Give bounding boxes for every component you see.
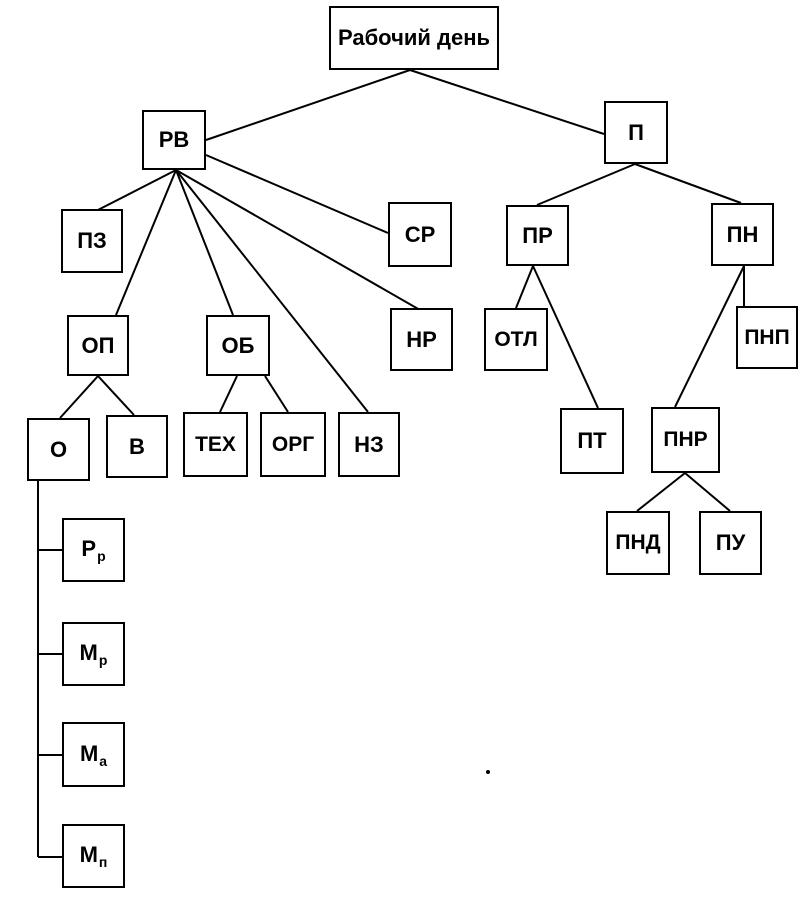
node-ob: ОБ xyxy=(206,315,270,376)
edge-root-p xyxy=(409,69,605,135)
node-rabochiy-den: Рабочий день xyxy=(329,6,499,70)
node-label: ОП xyxy=(81,332,115,358)
node-rr: Рр xyxy=(62,518,125,582)
node-label: Мп xyxy=(80,842,108,870)
node-pr: ПР xyxy=(506,205,569,266)
label-main: М xyxy=(79,740,99,766)
node-pz: ПЗ xyxy=(61,209,123,273)
edge-root-rv xyxy=(205,69,411,141)
node-op: ОП xyxy=(67,315,129,376)
node-org: ОРГ xyxy=(260,412,326,477)
node-label: НЗ xyxy=(354,431,384,457)
edge-rv-sr xyxy=(205,154,389,234)
label-main: М xyxy=(79,842,98,867)
stray-dot xyxy=(486,770,490,774)
node-label: О xyxy=(49,436,68,462)
edge-pnr-pu xyxy=(684,472,731,512)
edge-p-pr xyxy=(536,163,636,206)
node-label: Мр xyxy=(80,640,108,668)
node-label: В xyxy=(129,433,145,459)
label-main: М xyxy=(79,640,98,665)
edge-rv-nr xyxy=(175,169,421,311)
edge-ob-teh xyxy=(219,375,238,413)
node-label: П xyxy=(628,119,644,145)
node-pt: ПТ xyxy=(560,408,624,474)
node-o: О xyxy=(27,418,90,481)
node-label: Ма xyxy=(80,741,107,769)
edge-ob-org xyxy=(264,375,289,413)
node-pnr: ПНР xyxy=(651,407,720,473)
node-mr: Мр xyxy=(62,622,125,686)
edge-p-pn xyxy=(634,163,742,204)
node-p: П xyxy=(604,101,668,164)
edge-rv-pz xyxy=(91,169,177,214)
node-label: Рабочий день xyxy=(337,25,491,50)
node-pu: ПУ xyxy=(699,511,762,575)
node-label: ОРГ xyxy=(271,432,315,456)
label-subscript: а xyxy=(99,752,108,769)
node-teh: ТЕХ xyxy=(183,412,248,477)
node-label: ПУ xyxy=(715,530,746,555)
node-v: В xyxy=(106,415,168,478)
node-label: ОТЛ xyxy=(494,327,538,351)
node-label: ПР xyxy=(522,222,553,248)
label-subscript: п xyxy=(98,854,108,870)
node-label: ОБ xyxy=(221,332,255,358)
edge-op-o xyxy=(59,375,99,419)
node-label: РВ xyxy=(158,127,190,152)
node-nr: НР xyxy=(390,308,453,371)
node-sr: СР xyxy=(388,202,452,267)
node-otl: ОТЛ xyxy=(484,308,548,371)
edge-rv-op xyxy=(115,169,177,316)
node-ma: Ма xyxy=(62,722,125,787)
node-label: ПНД xyxy=(615,531,661,554)
label-main: Р xyxy=(81,536,97,561)
node-label: ПНР xyxy=(663,428,708,451)
node-pnd: ПНД xyxy=(606,511,670,575)
node-label: ПТ xyxy=(577,428,607,453)
label-subscript: р xyxy=(97,548,106,564)
node-mp: Мп xyxy=(62,824,125,888)
edge-pr-otl xyxy=(515,265,534,309)
edge-op-v xyxy=(97,375,135,416)
node-label: ПН xyxy=(726,221,759,247)
node-label: Рр xyxy=(81,536,105,564)
edge-pnr-pnd xyxy=(636,472,686,512)
edge-pr-pt xyxy=(532,265,599,409)
node-label: ПЗ xyxy=(77,228,107,253)
node-label: НР xyxy=(406,326,437,352)
node-nz: НЗ xyxy=(338,412,400,477)
label-subscript: р xyxy=(98,652,108,668)
edge-rv-ob xyxy=(175,169,234,316)
node-label: СР xyxy=(404,221,436,247)
edge-rv-nz xyxy=(175,169,369,413)
node-label: ТЕХ xyxy=(195,432,236,456)
node-label: ПНП xyxy=(744,325,790,349)
node-pnp: ПНП xyxy=(736,306,798,369)
edge-pn-pnr xyxy=(674,265,745,408)
node-pn: ПН xyxy=(711,203,774,266)
node-rv: РВ xyxy=(142,110,206,170)
